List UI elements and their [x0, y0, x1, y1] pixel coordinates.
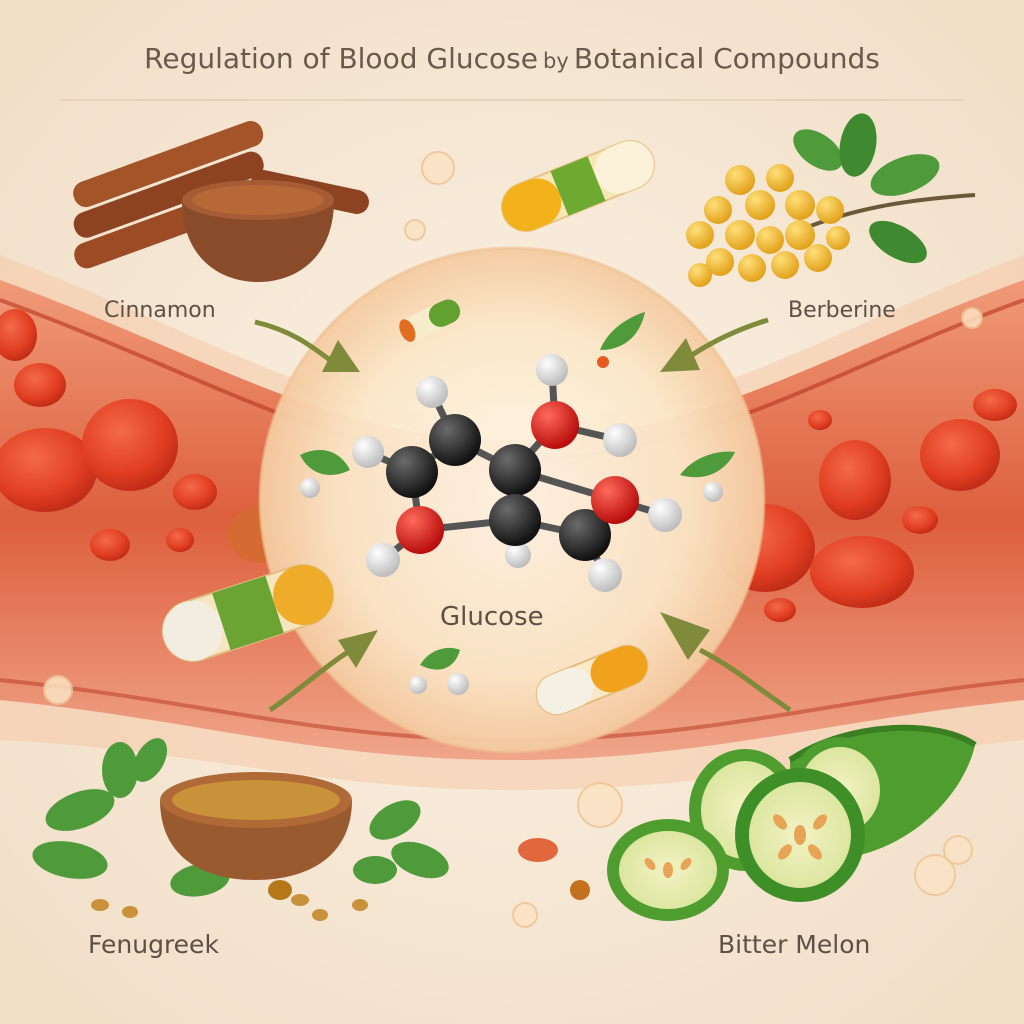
label-glucose: Glucose: [440, 602, 544, 632]
bitter-melon-illustration: [607, 724, 977, 921]
fenugreek-illustration: [32, 738, 449, 921]
label-berberine: Berberine: [788, 298, 896, 323]
label-fenugreek: Fenugreek: [88, 930, 219, 959]
label-bitter-melon: Bitter Melon: [718, 930, 871, 959]
title-connector: by: [543, 49, 569, 73]
glucose-atoms: [352, 354, 682, 592]
leaf-sprigs: [300, 312, 735, 695]
capsules: [161, 140, 655, 716]
diagram-title: Regulation of Blood Glucose by Botanical…: [0, 42, 1024, 75]
title-end: Botanical Compounds: [573, 42, 880, 75]
cinnamon-illustration: [73, 120, 369, 282]
label-cinnamon: Cinnamon: [104, 298, 216, 323]
berberine-illustration: [686, 113, 976, 287]
droplets: [43, 151, 983, 928]
arrows: [254, 317, 792, 713]
title-main: Regulation of Blood Glucose: [144, 42, 538, 75]
